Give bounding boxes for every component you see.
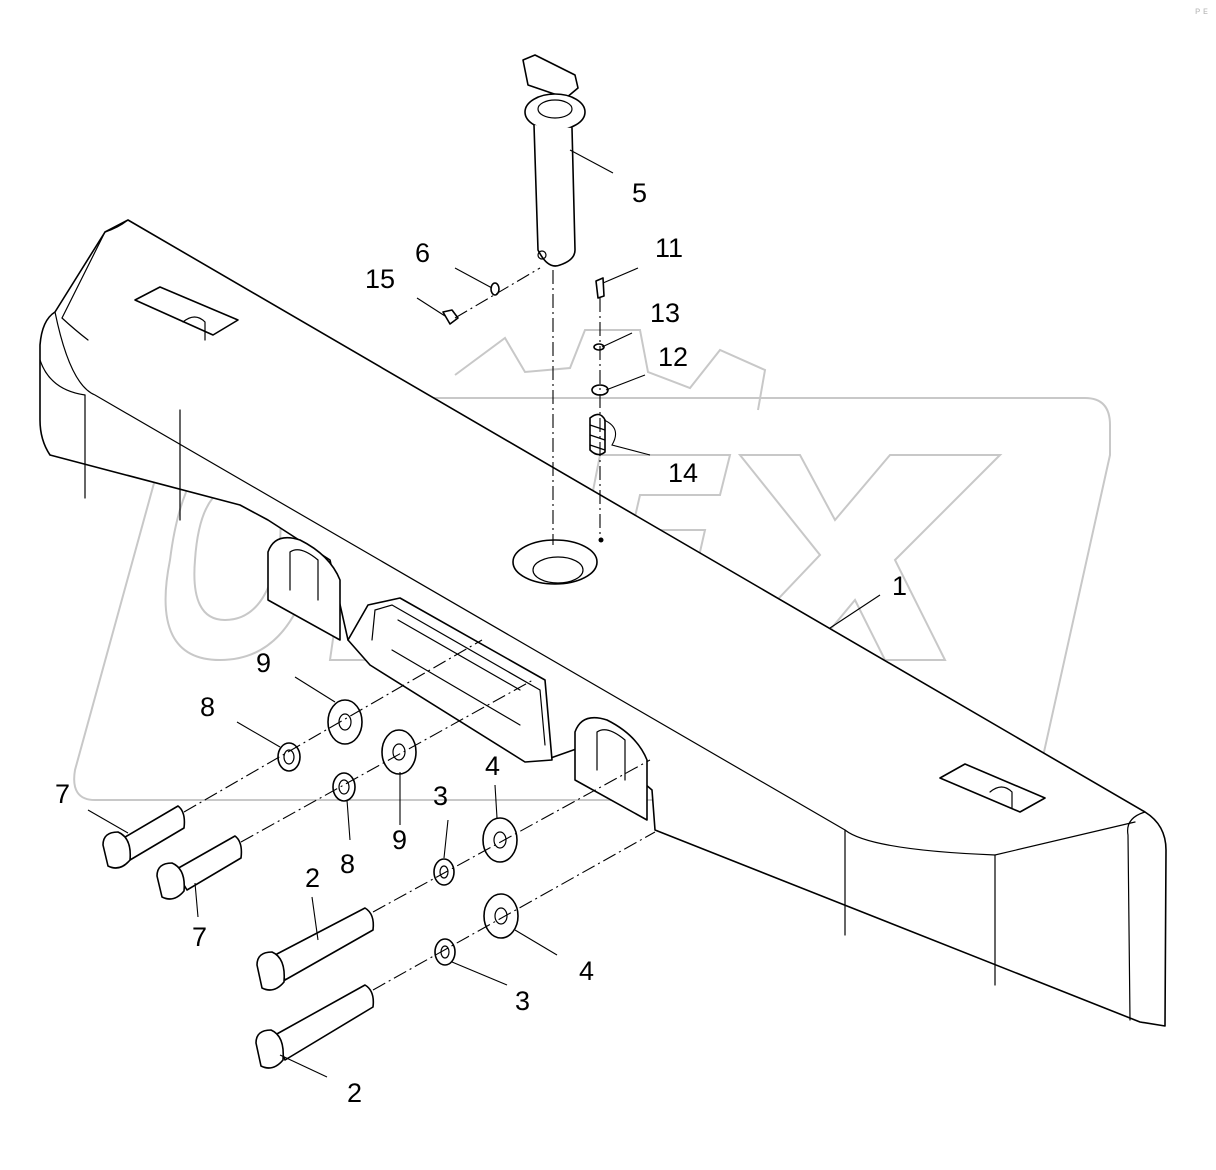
callout-5: 5: [632, 178, 647, 208]
callout-1: 1: [892, 571, 907, 601]
callout-2-upper: 2: [305, 863, 320, 893]
callout-11: 11: [655, 233, 683, 263]
callout-8-upper: 8: [200, 692, 215, 722]
corner-mark: ᴘ ᴇ: [1195, 6, 1208, 17]
callout-3-upper: 3: [433, 781, 448, 811]
callout-3-lower: 3: [515, 986, 530, 1016]
leader-lines: [87, 149, 881, 1078]
lock-washers-8: [277, 742, 356, 802]
small-hardware: [442, 277, 609, 543]
ballast-weight-bar: [39, 219, 1167, 1027]
flat-washers-4: [482, 817, 519, 939]
callout-7-lower: 7: [192, 922, 207, 952]
callout-6: 6: [415, 238, 430, 268]
callout-9-lower: 9: [392, 825, 407, 855]
bolts-2: [255, 907, 375, 1069]
callout-7-upper: 7: [55, 779, 70, 809]
callout-12: 12: [658, 342, 688, 372]
callout-13: 13: [650, 298, 680, 328]
callout-15: 15: [365, 264, 395, 294]
hitch-pin: [522, 54, 586, 267]
bolts-7: [102, 805, 243, 900]
callout-9-upper: 9: [256, 648, 271, 678]
callout-4-lower: 4: [579, 956, 594, 986]
callout-4-upper: 4: [485, 751, 500, 781]
callout-2-lower: 2: [347, 1078, 362, 1108]
callout-14: 14: [668, 458, 698, 488]
assembly-axes: [183, 267, 656, 991]
flat-washers-9: [327, 699, 417, 775]
callout-labels: 5 6 15 11 13 12 14 1 9 8 7 7 8 9 2 3 4 4…: [55, 178, 907, 1108]
lock-washers-3: [433, 858, 456, 966]
callout-8-lower: 8: [340, 849, 355, 879]
